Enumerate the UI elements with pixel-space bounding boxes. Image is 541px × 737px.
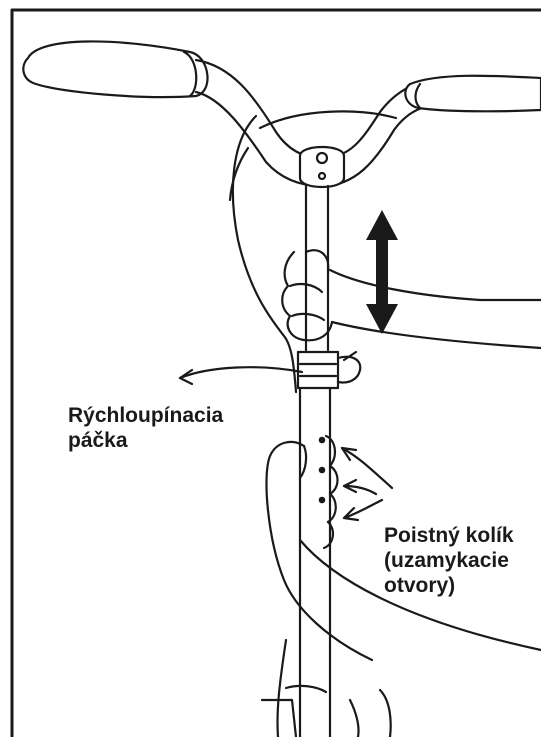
stem-clamp — [300, 147, 344, 187]
right-grip — [405, 76, 541, 112]
lower-stem — [300, 388, 330, 737]
quick-release-clamp — [298, 352, 360, 388]
left-grip — [23, 41, 207, 97]
upper-stem — [306, 186, 328, 350]
locking-pin-label-line-2: (uzamykacie — [384, 548, 514, 573]
quick-release-lever-label: Rýchloupínacia páčka — [68, 403, 223, 453]
scooter-base — [262, 640, 391, 737]
locking-pin-label-line-1: Poistný kolík — [384, 523, 514, 548]
locking-pin-callout-arrows — [342, 448, 392, 520]
quick-release-lever-label-line-2: páčka — [68, 428, 223, 453]
callout-arrow-icon — [180, 367, 302, 384]
locking-pin-label-line-3: otvory) — [384, 573, 514, 598]
locking-pin-label: Poistný kolík (uzamykacie otvory) — [384, 523, 514, 598]
frame-border — [12, 10, 541, 737]
double-arrow-vertical-icon — [366, 210, 398, 334]
quick-release-lever-label-line-1: Rýchloupínacia — [68, 403, 223, 428]
upper-hand — [282, 250, 541, 348]
